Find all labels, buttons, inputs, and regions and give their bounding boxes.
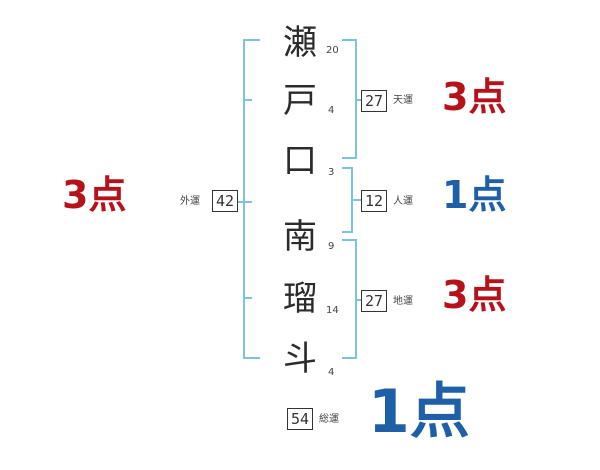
tenkaku-score: 3点 xyxy=(442,75,507,119)
chikaku-bracket xyxy=(342,239,362,359)
outer-left-bracket xyxy=(243,39,260,359)
name-char-1: 瀬 xyxy=(283,23,317,63)
tenkaku-value-box: 27 xyxy=(361,90,387,112)
jinkaku-label: 人運 xyxy=(393,196,413,207)
stroke-count-6: 4 xyxy=(328,367,335,378)
name-char-2: 戸 xyxy=(283,81,317,121)
name-char-5: 瑠 xyxy=(283,279,317,319)
chikaku-label: 地運 xyxy=(393,296,413,307)
stroke-count-5: 14 xyxy=(326,305,339,316)
stroke-count-2: 4 xyxy=(328,105,335,116)
chikaku-score: 3点 xyxy=(442,273,507,317)
stroke-count-3: 3 xyxy=(328,167,335,178)
name-char-3: 口 xyxy=(283,141,317,181)
jinkaku-score: 1点 xyxy=(442,173,507,217)
soukaku-label: 総運 xyxy=(319,414,339,425)
soukaku-value-box: 54 xyxy=(287,408,313,430)
gaikaku-label: 外運 xyxy=(180,196,200,207)
soukaku-score: 1点 xyxy=(368,377,470,447)
name-char-6: 斗 xyxy=(283,339,317,379)
gaikaku-score: 3点 xyxy=(62,173,127,217)
name-char-4: 南 xyxy=(283,217,317,257)
jinkaku-bracket xyxy=(342,167,362,233)
chikaku-value-box: 27 xyxy=(361,290,387,312)
tenkaku-bracket xyxy=(342,39,362,159)
gaikaku-value-box: 42 xyxy=(212,190,238,212)
tenkaku-label: 天運 xyxy=(393,95,413,106)
jinkaku-value-box: 12 xyxy=(361,190,387,212)
stroke-count-1: 20 xyxy=(326,45,339,56)
stroke-count-4: 9 xyxy=(328,241,335,252)
